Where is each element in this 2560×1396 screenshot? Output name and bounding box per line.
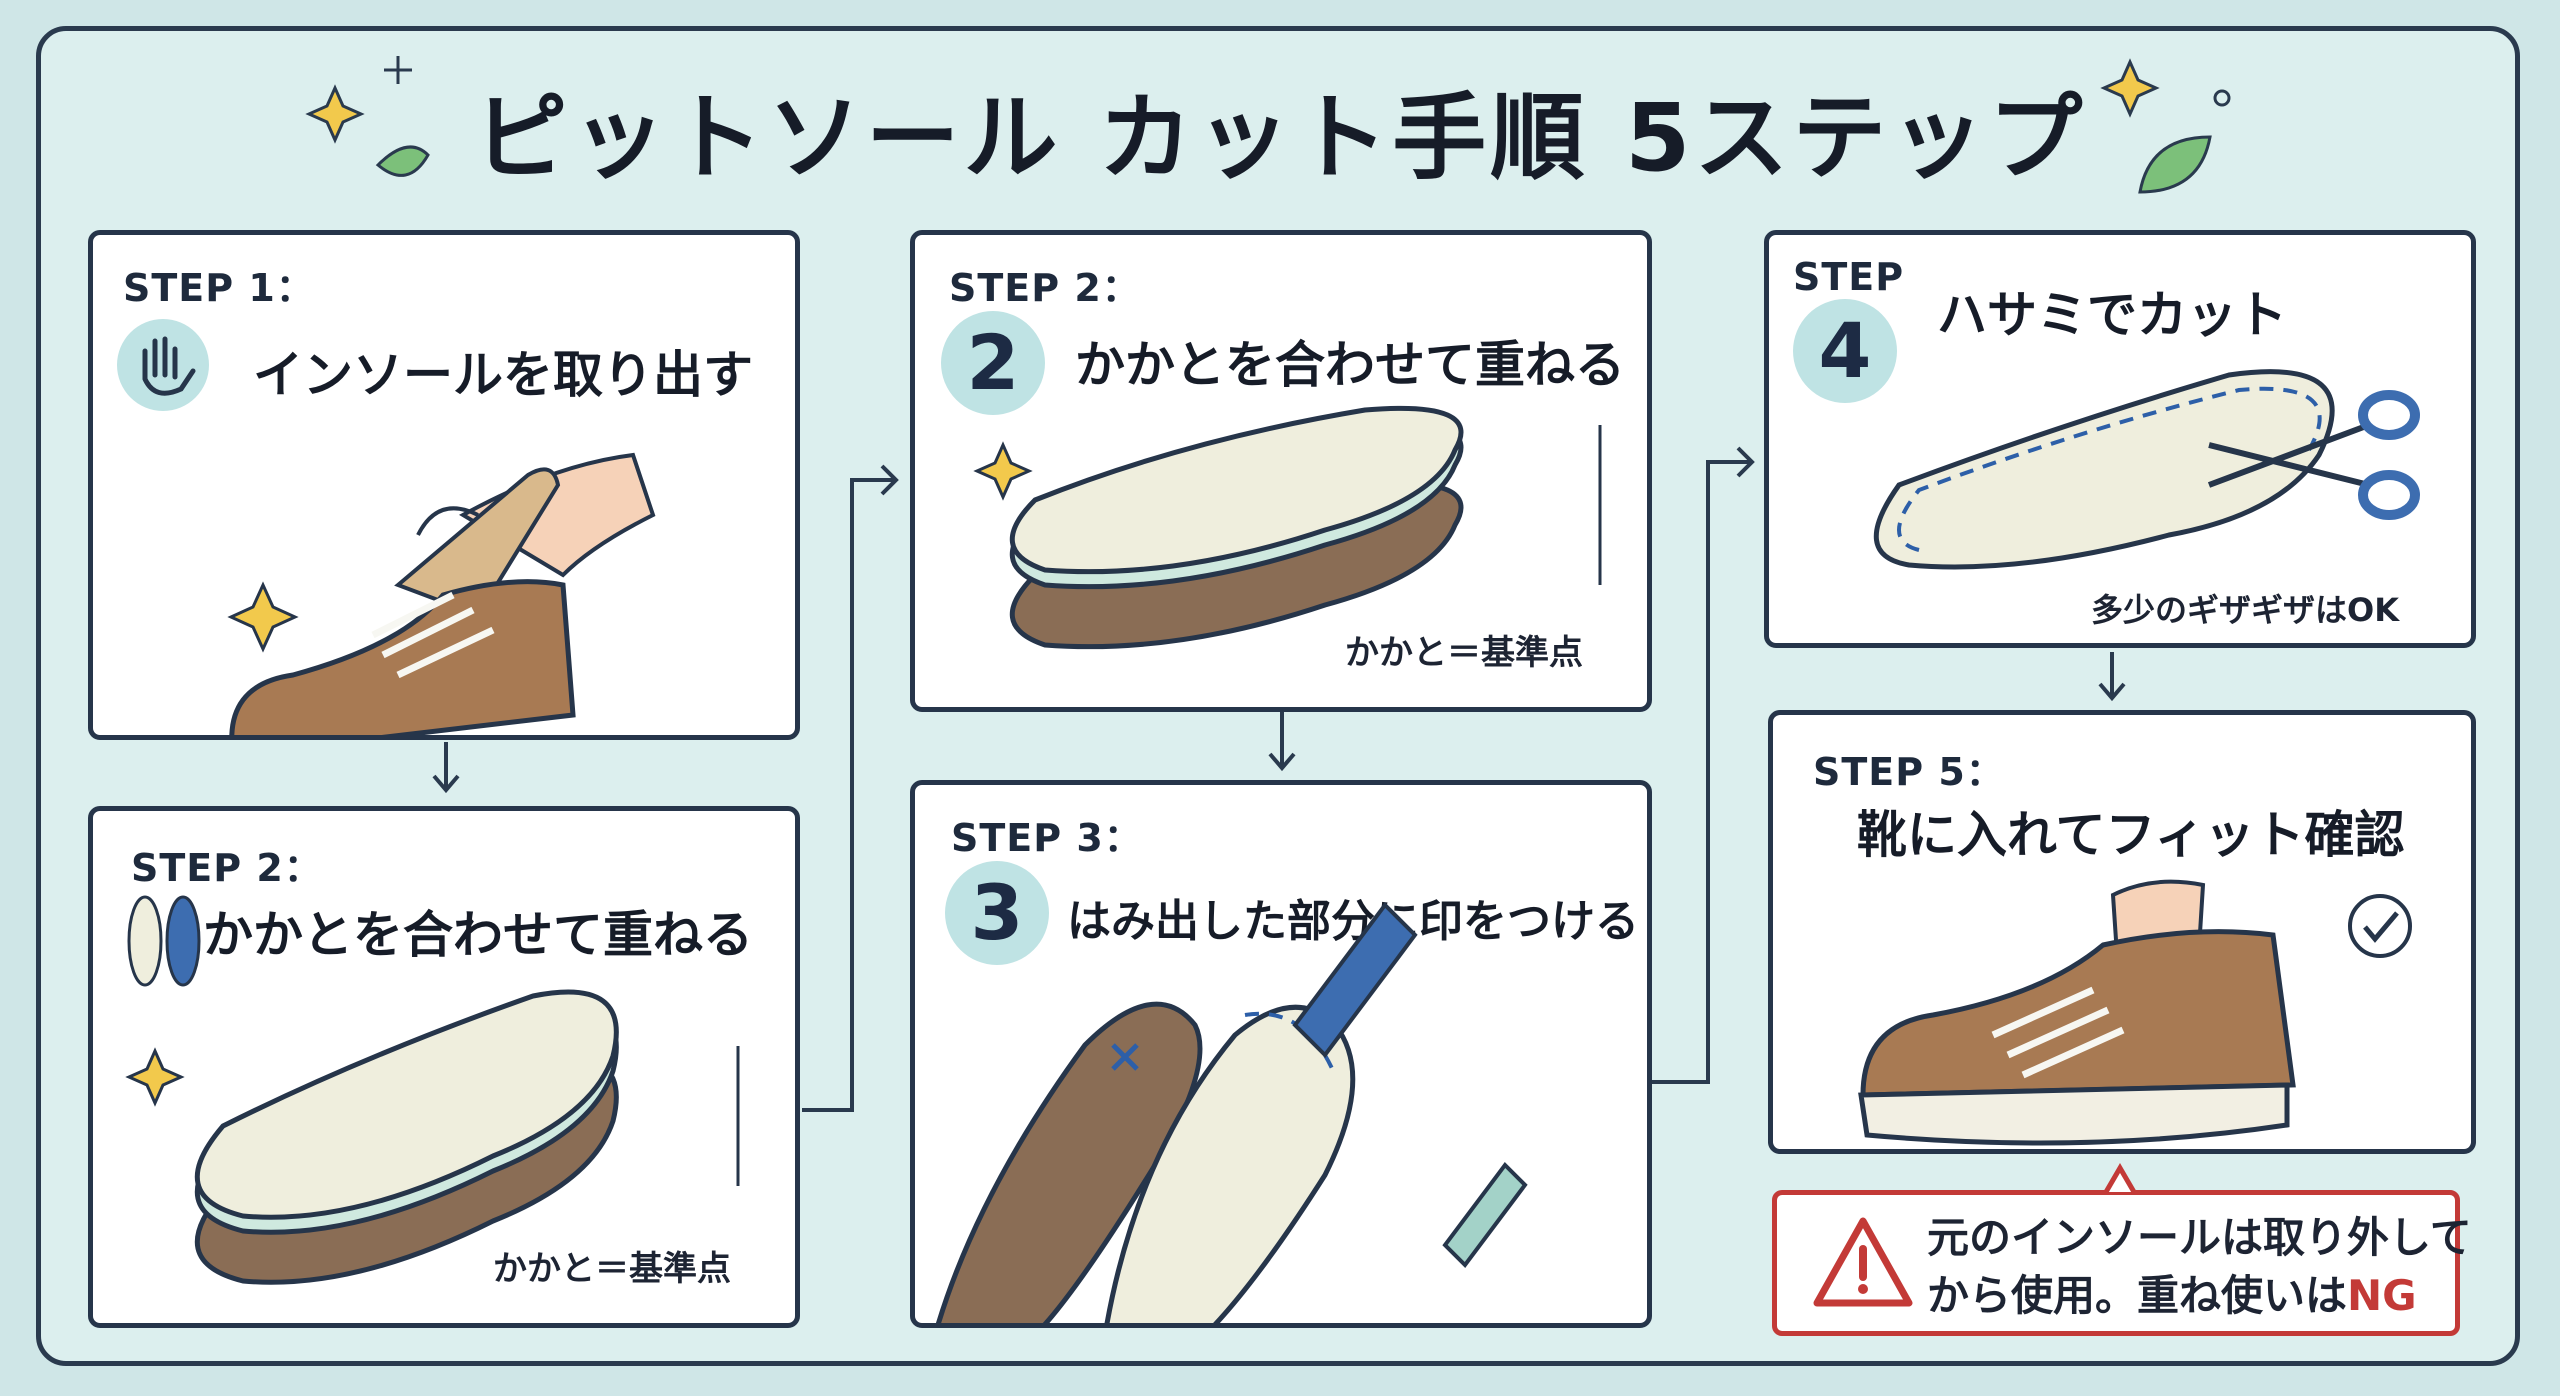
step-heading: はみ出した部分に印をつける: [1067, 896, 1639, 947]
step-heading: かかとを合わせて重ねる: [1075, 336, 1625, 394]
step-label: STEP 5：: [1813, 750, 2005, 794]
step-note: かかと＝基準点: [493, 1249, 731, 1289]
step4-panel: STEP 4 ハサミでカット 多少のギザギザはOK: [1764, 230, 2476, 648]
step1-panel: STEP 1： インソールを取り出す: [88, 230, 800, 740]
step3-panel: STEP 3： 3 はみ出した部分に印をつける: [910, 780, 1652, 1328]
step-label: STEP: [1793, 255, 1905, 299]
step-number: 2: [941, 311, 1045, 415]
warning-line1: 元のインソールは取り外して: [1927, 1213, 2472, 1262]
warning-ng-emphasis: NG: [2347, 1271, 2417, 1320]
hand-icon: [115, 317, 211, 413]
cutting-insole-illustration: [1869, 355, 2449, 585]
step-number: 3: [945, 861, 1049, 965]
warning-text: 元のインソールは取り外して から使用。重ね使いはNG: [1927, 1209, 2472, 1325]
warning-line2-prefix: から使用。重ね使いは: [1927, 1271, 2348, 1320]
step-note: 多少のギザギザはOK: [2091, 591, 2400, 629]
step-number: 4: [1793, 299, 1897, 403]
step-heading: インソールを取り出す: [253, 346, 753, 404]
shoe-with-insole-illustration: [223, 385, 783, 735]
marking-insoles-illustration: [915, 901, 1647, 1323]
page-title: ピットソール カット手順 5ステップ: [473, 84, 2087, 193]
aligned-insoles-illustration: [955, 405, 1615, 665]
stacked-insoles-illustration: [123, 989, 773, 1311]
step-heading: ハサミでカット: [1937, 286, 2287, 344]
step-label: STEP 2：: [949, 266, 1141, 310]
step-label: STEP 1：: [123, 266, 315, 310]
step5-panel: STEP 5： 靴に入れてフィット確認: [1768, 710, 2476, 1154]
warning-line2: から使用。重ね使いはNG: [1927, 1267, 2472, 1325]
step-label: STEP 3：: [951, 816, 1143, 860]
check-circle-icon: [2345, 891, 2415, 961]
insoles-icon: [115, 891, 211, 991]
step-label: STEP 2：: [131, 846, 323, 890]
step-note: かかと＝基準点: [1345, 633, 1583, 673]
step2-panel-center: STEP 2： 2 かかとを合わせて重ねる かかと＝基準点: [910, 230, 1652, 712]
warning-box: 元のインソールは取り外して から使用。重ね使いはNG: [1772, 1190, 2472, 1336]
step-heading: かかとを合わせて重ねる: [203, 906, 753, 964]
step-heading: 靴に入れてフィット確認: [1857, 806, 2405, 864]
warning-triangle-icon: [1813, 1215, 1913, 1311]
shoe-fit-illustration: [1853, 865, 2413, 1149]
step2-panel-left: STEP 2： かかとを合わせて重ねる かかと＝基準点: [88, 806, 800, 1328]
